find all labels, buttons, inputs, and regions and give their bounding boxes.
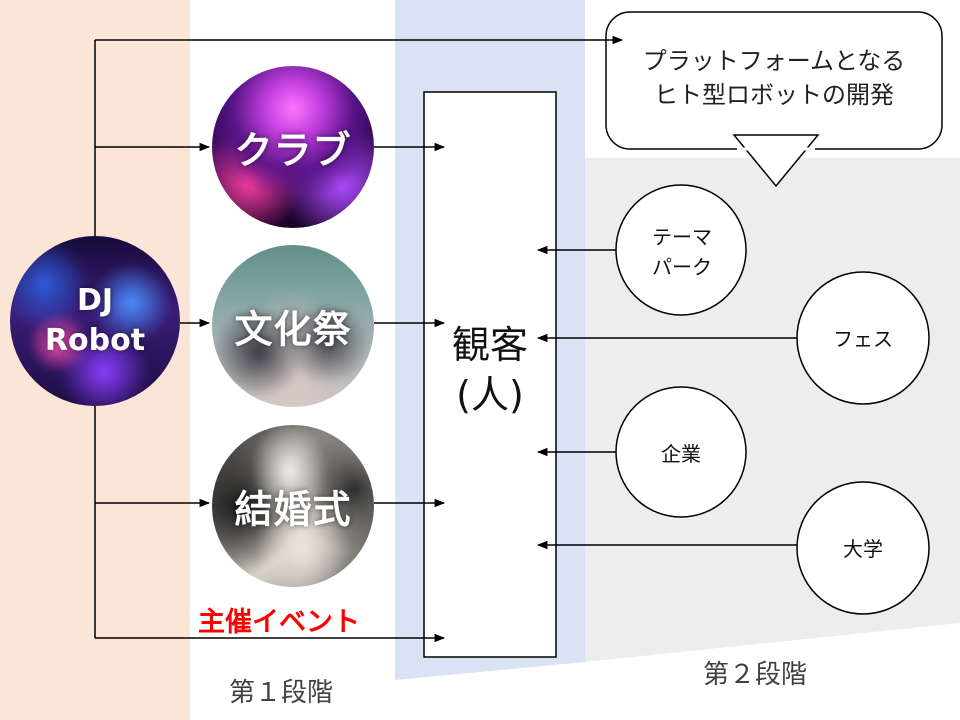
dj-robot-circle: DJ Robot	[10, 236, 180, 406]
dj-robot-line2: Robot	[44, 323, 146, 358]
bubble-line1: プラットフォームとなる	[642, 47, 906, 75]
festival-label: 文化祭	[234, 307, 352, 352]
audience-label: 観客 (人)	[426, 320, 554, 420]
festival-photo	[212, 245, 374, 407]
club-photo	[212, 66, 374, 228]
university-circle	[796, 481, 930, 615]
stage1-label: 第１段階	[229, 678, 334, 708]
wedding-label: 結婚式	[234, 487, 352, 532]
theme-park-label: テーマ パーク	[652, 225, 712, 279]
platform-bubble	[605, 11, 943, 188]
stage2-label: 第２段階	[703, 660, 808, 690]
audience-box	[423, 91, 557, 658]
dj-mixer-photo	[10, 236, 180, 406]
bubble-text: プラットフォームとなる ヒト型ロボットの開発	[606, 44, 942, 112]
organizer-event-label: 主催イベント	[198, 607, 360, 638]
company-label: 企業	[661, 442, 701, 466]
festival-circle: 文化祭	[212, 245, 374, 407]
bubble-line2: ヒト型ロボットの開発	[654, 81, 894, 109]
wedding-circle: 結婚式	[212, 425, 374, 587]
university-label: 大学	[843, 537, 883, 561]
fes-label: フェス	[833, 327, 893, 351]
club-circle: クラブ	[212, 66, 374, 228]
audience-line2: (人)	[456, 373, 524, 417]
dj-robot-label: DJ Robot	[10, 281, 180, 361]
dj-robot-line1: DJ	[76, 283, 114, 318]
club-label: クラブ	[234, 128, 352, 173]
audience-line1: 観客	[451, 323, 528, 367]
wedding-photo	[212, 425, 374, 587]
